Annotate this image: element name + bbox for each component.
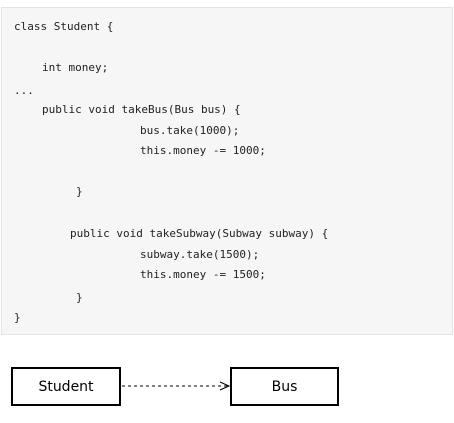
code-line-money-minus-1000: this.money -= 1000;	[140, 144, 266, 157]
code-line-field-money: int money;	[42, 61, 109, 74]
code-line-class-decl: class Student {	[14, 20, 114, 33]
code-line-takebus-decl: public void takeBus(Bus bus) {	[42, 103, 241, 116]
uml-class-bus-label: Bus	[271, 378, 298, 395]
code-line-ellipsis: ...	[14, 84, 34, 97]
code-line-money-minus-1500: this.money -= 1500;	[140, 268, 266, 281]
uml-class-student: Student	[11, 367, 121, 406]
code-line-takesubway-close: }	[76, 291, 83, 304]
code-line-subway-take: subway.take(1500);	[140, 248, 260, 261]
code-line-takesubway-decl: public void takeSubway(Subway subway) {	[70, 227, 329, 240]
dependency-arrowhead	[219, 381, 231, 391]
code-line-class-close: }	[14, 311, 21, 324]
uml-class-student-label: Student	[38, 378, 94, 395]
code-line-takebus-close: }	[76, 185, 83, 198]
code-panel: class Student { int money; ... public vo…	[1, 7, 453, 335]
uml-class-bus: Bus	[230, 367, 339, 406]
code-line-bus-take: bus.take(1000);	[140, 124, 240, 137]
